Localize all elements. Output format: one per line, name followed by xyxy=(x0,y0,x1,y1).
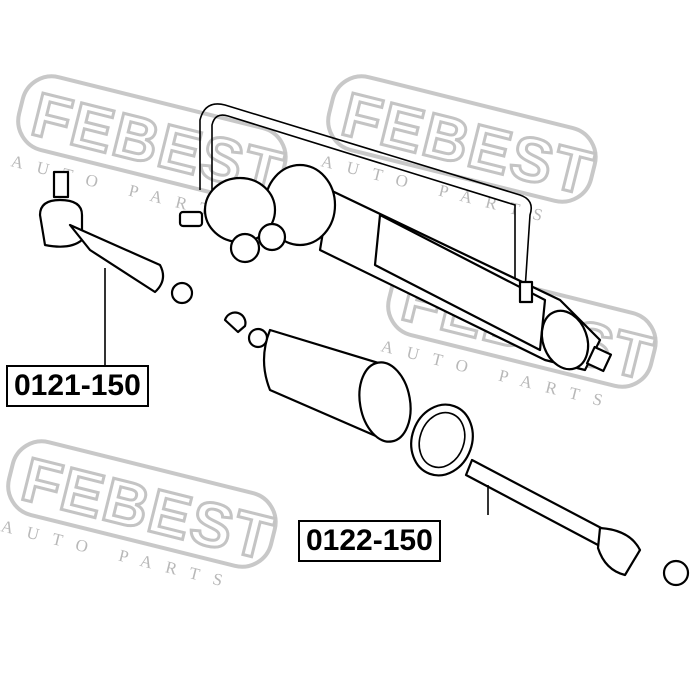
inner-tie-rod xyxy=(464,458,690,587)
part-number-tie-rod: 0122-150 xyxy=(298,520,441,562)
part-number-tie-rod-end: 0121-150 xyxy=(6,365,149,407)
steering-rack xyxy=(178,103,613,373)
tie-rod-end xyxy=(38,170,194,368)
rack-boot xyxy=(223,311,474,477)
